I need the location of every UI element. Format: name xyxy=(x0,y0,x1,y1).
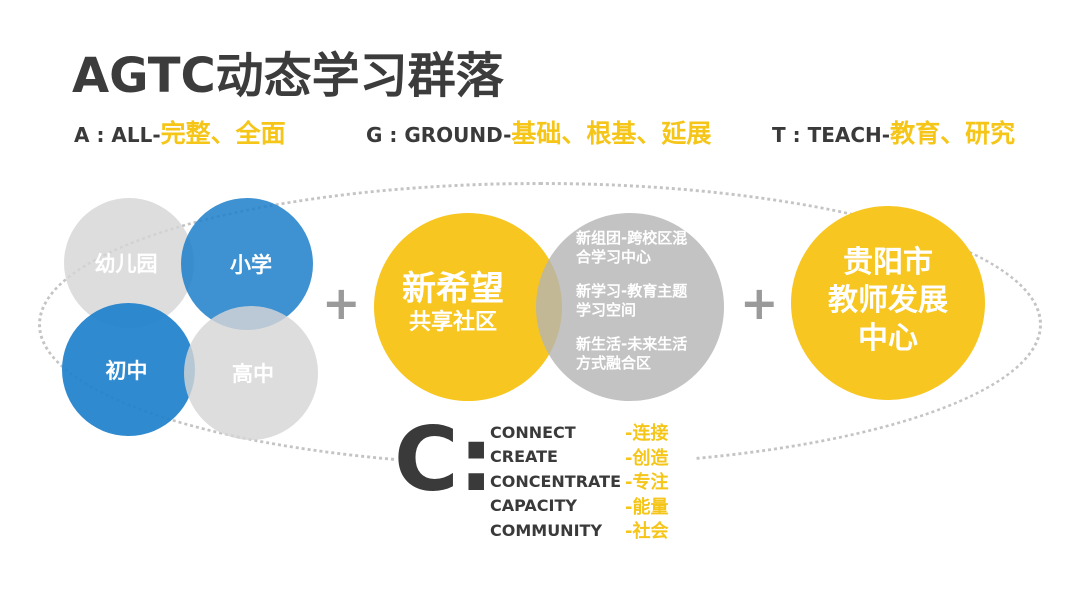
center-line3: 中心 xyxy=(858,321,918,356)
community-feature-list: 新组团-跨校区混 合学习中心 新学习-教育主题 学习空间 新生活-未来生活 方式… xyxy=(576,229,687,373)
feature-3-line2: 方式融合区 xyxy=(576,354,652,372)
feature-1-line1: 新组团-跨校区混 xyxy=(576,229,688,247)
definition-a-key: A : ALL- xyxy=(74,123,161,147)
definition-t: T : TEACH-教育、研究 xyxy=(772,114,1015,150)
ellipse-gap-mask xyxy=(395,418,695,478)
feature-1-line2: 合学习中心 xyxy=(576,248,652,266)
label-primary: 小学 xyxy=(230,253,272,277)
center-line2: 教师发展 xyxy=(828,283,948,318)
feature-3-line1: 新生活-未来生活 xyxy=(576,335,688,353)
circle-teacher-center: 贵阳市 教师发展 中心 xyxy=(791,206,985,400)
label-junior-high: 初中 xyxy=(105,358,148,383)
circle-community: 新希望 共享社区 xyxy=(374,213,562,401)
c-word-zh: -创造 xyxy=(625,447,669,469)
c-word-zh: -社会 xyxy=(625,521,669,543)
c-word-list: CONNECT -连接 CREATE -创造 CONCENTRATE -专注 C… xyxy=(490,420,668,543)
c-word-row: CAPACITY -能量 xyxy=(490,494,668,519)
c-word-zh: -连接 xyxy=(625,423,669,445)
c-word-en: CREATE xyxy=(490,447,558,467)
definition-t-key: T : TEACH- xyxy=(772,123,891,147)
plus-sign-2: + xyxy=(740,276,779,330)
community-name-line2: 共享社区 xyxy=(408,310,497,335)
c-word-row: CREATE -创造 xyxy=(490,445,668,470)
plus-sign-1: + xyxy=(322,276,361,330)
c-word-en: CONCENTRATE xyxy=(490,471,622,491)
definition-a: A : ALL-完整、全面 xyxy=(74,114,286,150)
definition-a-value: 完整、全面 xyxy=(160,119,286,148)
definition-t-value: 教育、研究 xyxy=(890,119,1016,148)
c-word-en: COMMUNITY xyxy=(490,520,603,540)
c-word-row: CONNECT -连接 xyxy=(490,420,668,445)
feature-2-line1: 新学习-教育主题 xyxy=(576,282,688,300)
definition-g: G : GROUND-基础、根基、延展 xyxy=(366,114,711,150)
c-letter: C: xyxy=(394,408,494,511)
c-word-zh: -能量 xyxy=(625,496,669,518)
circle-community-features xyxy=(536,213,724,401)
circle-senior-high: 高中 xyxy=(184,306,318,440)
label-kindergarten: 幼儿园 xyxy=(94,252,158,276)
feature-2-line2: 学习空间 xyxy=(576,301,637,319)
definition-g-value: 基础、根基、延展 xyxy=(511,119,712,148)
c-word-row: COMMUNITY -社会 xyxy=(490,518,668,543)
definition-g-key: G : GROUND- xyxy=(366,123,512,147)
c-word-en: CAPACITY xyxy=(490,496,577,516)
c-word-row: CONCENTRATE -专注 xyxy=(490,469,668,494)
c-word-zh: -专注 xyxy=(625,472,669,494)
page-title: AGTC动态学习群落 xyxy=(72,48,504,104)
label-senior-high: 高中 xyxy=(232,362,274,386)
center-line1: 贵阳市 xyxy=(843,245,933,280)
community-name-line1: 新希望 xyxy=(402,269,504,309)
circle-junior-high: 初中 xyxy=(62,303,195,436)
c-word-en: CONNECT xyxy=(490,422,576,442)
